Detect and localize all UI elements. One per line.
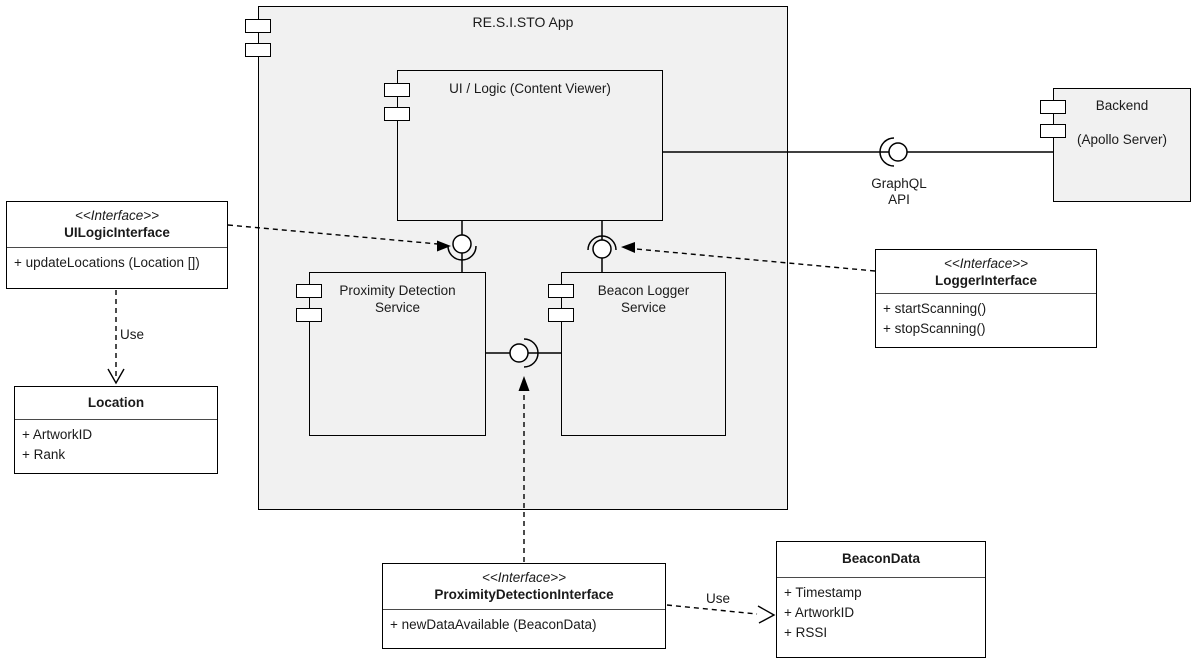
component-icon-tab (548, 308, 574, 322)
member-row: + updateLocations (Location []) (14, 255, 200, 270)
interface-loggerinterface: <<Interface>> LoggerInterface + startSca… (875, 249, 1097, 348)
graphql-api-label: GraphQL API (859, 176, 939, 208)
component-ui-logic: UI / Logic (Content Viewer) (397, 70, 663, 221)
component-proximity-detection-service: Proximity Detection Service (309, 272, 486, 436)
edge-uilogicinterface-to-connector (227, 224, 439, 245)
member-row: + ArtworkID (22, 427, 93, 442)
component-icon-tab (296, 284, 322, 298)
interface-members: + newDataAvailable (BeaconData) (383, 610, 665, 635)
interface-members: + updateLocations (Location []) (7, 248, 227, 273)
required-socket-icon (587, 235, 617, 251)
class-name: Location (87, 395, 145, 410)
ball-socket-proximityinterface (509, 338, 539, 368)
interface-header: <<Interface>> ProximityDetectionInterfac… (383, 564, 665, 610)
class-header: Location (15, 387, 217, 420)
component-title: UI / Logic (Content Viewer) (449, 81, 611, 96)
component-icon-tab (1040, 124, 1066, 138)
filled-arrowhead-icon (621, 242, 635, 253)
ball-socket-loggerinterface (587, 235, 617, 259)
class-header: BeaconData (777, 542, 985, 578)
required-socket-icon (447, 245, 477, 261)
open-arrowhead-icon (107, 368, 125, 385)
component-icon-tab (548, 284, 574, 298)
interface-header: <<Interface>> LoggerInterface (876, 250, 1096, 294)
ball-socket-graphql-api (879, 137, 908, 167)
component-title-line: Service (374, 300, 420, 315)
class-members: + ArtworkID + Rank (15, 420, 217, 465)
graphql-api-label-line: GraphQL (871, 176, 927, 191)
component-title-line: Service (620, 300, 666, 315)
filled-arrowhead-icon (518, 376, 530, 391)
member-row: + Rank (22, 447, 66, 462)
use-label-beacondata: Use (704, 591, 733, 606)
member-row: + ArtworkID (784, 605, 855, 620)
component-icon-tab (296, 308, 322, 322)
stereotype-label: <<Interface>> (481, 570, 567, 585)
interface-name: LoggerInterface (934, 273, 1038, 288)
interface-name: UILogicInterface (64, 225, 170, 240)
component-title: Proximity Detection Service (310, 273, 485, 316)
edge-use-beacondata (666, 604, 758, 615)
stereotype-label: <<Interface>> (74, 208, 160, 223)
component-icon-tab (384, 107, 410, 121)
interface-name: ProximityDetectionInterface (434, 587, 614, 602)
component-icon-tab (245, 19, 271, 33)
class-name: BeaconData (841, 551, 921, 566)
graphql-api-label-line: API (888, 192, 910, 207)
member-row: + startScanning() (883, 301, 987, 316)
interface-header: <<Interface>> UILogicInterface (7, 202, 227, 248)
ball-socket-uilogicinterface (447, 234, 477, 261)
member-row: + newDataAvailable (BeaconData) (390, 617, 597, 632)
component-icon-tab (384, 83, 410, 97)
use-label-location: Use (118, 327, 147, 342)
required-socket-icon (523, 338, 539, 368)
interface-proximitydetectioninterface: <<Interface>> ProximityDetectionInterfac… (382, 563, 666, 649)
component-title-line: Proximity Detection (339, 283, 456, 298)
component-icon (548, 284, 574, 322)
member-row: + Timestamp (784, 585, 862, 600)
component-icon (296, 284, 322, 322)
stereotype-label: <<Interface>> (943, 256, 1029, 271)
provided-ball-icon (888, 142, 908, 162)
component-title-line: Beacon Logger (597, 283, 690, 298)
interface-members: + startScanning() + stopScanning() (876, 294, 1096, 339)
component-title: (Apollo Server) (1076, 132, 1168, 147)
component-title: RE.S.I.STO App (472, 14, 574, 30)
component-title: Beacon Logger Service (562, 273, 725, 316)
open-arrowhead-icon (757, 605, 776, 624)
filled-arrowhead-icon (437, 240, 451, 252)
component-icon-tab (245, 43, 271, 57)
component-icon (1040, 100, 1066, 138)
required-socket-icon (879, 137, 895, 167)
class-location: Location + ArtworkID + Rank (14, 386, 218, 474)
component-icon (384, 83, 410, 121)
provided-ball-icon (452, 234, 472, 254)
provided-ball-icon (509, 343, 529, 363)
interface-uilogicinterface: <<Interface>> UILogicInterface + updateL… (6, 201, 228, 289)
member-row: + RSSI (784, 625, 828, 640)
member-row: + stopScanning() (883, 321, 986, 336)
component-beacon-logger-service: Beacon Logger Service (561, 272, 726, 436)
class-members: + Timestamp + ArtworkID + RSSI (777, 578, 985, 643)
component-icon (245, 19, 271, 57)
class-beacondata: BeaconData + Timestamp + ArtworkID + RSS… (776, 541, 986, 658)
edge-loggerinterface-to-connector (635, 248, 876, 272)
component-title: Backend (1095, 98, 1149, 113)
component-backend: Backend (Apollo Server) (1053, 88, 1191, 202)
provided-ball-icon (592, 239, 612, 259)
component-icon-tab (1040, 100, 1066, 114)
